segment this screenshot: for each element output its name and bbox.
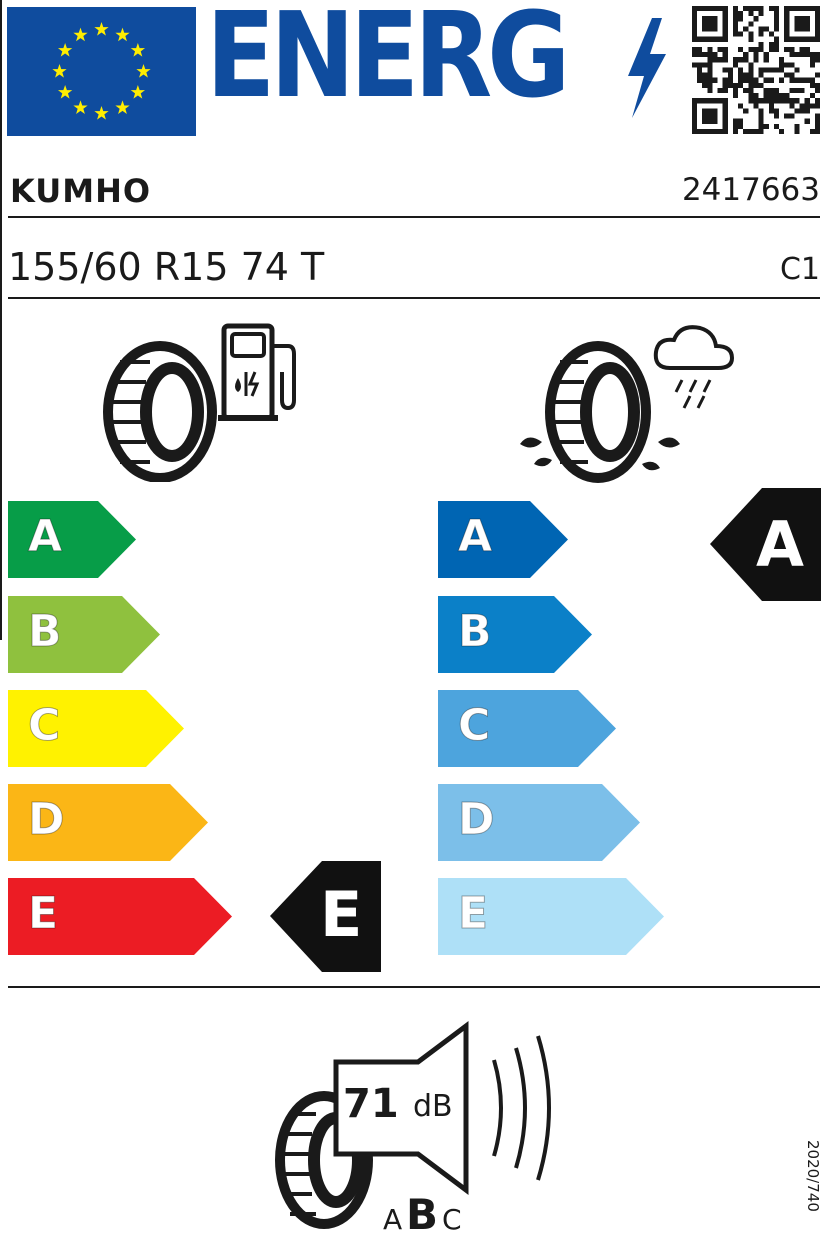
tyre-rain-cloud-icon: [520, 325, 735, 483]
class-arrow-e: E: [438, 878, 664, 955]
eu-star-icon: [94, 106, 109, 120]
eu-star-icon: [73, 100, 88, 114]
class-arrow-label: D: [458, 794, 496, 845]
class-arrow-label: C: [27, 700, 61, 751]
noise-class-b: B: [406, 1190, 439, 1239]
tyre-speaker-icon: [275, 1021, 551, 1229]
class-arrow-e: E: [8, 878, 232, 955]
class-arrow-d: D: [8, 784, 208, 861]
eu-star-icon: [115, 100, 130, 114]
eu-star-icon: [136, 64, 151, 78]
class-arrow-label: B: [458, 606, 493, 657]
noise-unit: dB: [413, 1089, 453, 1124]
class-arrow-label: A: [457, 511, 493, 562]
regulation-number: 2020/740: [804, 1140, 822, 1212]
noise-value: 71: [343, 1081, 399, 1127]
eu-star-icon: [115, 27, 130, 42]
class-arrow-label: E: [27, 888, 59, 939]
eu-star-icon: [94, 22, 109, 36]
eu-star-icon: [73, 27, 88, 42]
vertical-divider: [0, 0, 2, 640]
eu-star-icon: [52, 64, 67, 78]
energy-title: ENERG: [206, 0, 570, 124]
class-arrow-b: B: [438, 596, 592, 673]
class-arrow-label: E: [457, 888, 489, 939]
brand-name: KUMHO: [10, 172, 152, 210]
wet-grip-rating-marker: [710, 488, 821, 601]
eu-star-icon: [57, 43, 73, 57]
eu-star-icon: [130, 43, 146, 57]
eu-star-icon: [130, 85, 146, 99]
eu-star-icon: [57, 85, 73, 99]
wet-grip-rating-letter: A: [756, 508, 804, 581]
class-arrow-label: C: [457, 700, 491, 751]
class-arrow-c: C: [8, 690, 184, 767]
eu-flag-icon: [7, 7, 196, 136]
divider: [8, 216, 820, 218]
fuel-rating-marker: [270, 861, 381, 972]
lightning-bolt-icon: [628, 18, 666, 118]
class-arrow-label: B: [28, 606, 63, 657]
class-arrow-label: A: [27, 511, 63, 562]
class-arrow-d: D: [438, 784, 640, 861]
tyre-fuel-pump-icon: [103, 323, 296, 482]
tyre-class: C1: [779, 252, 820, 287]
class-arrow-b: B: [8, 596, 160, 673]
class-arrow-a: A: [8, 501, 136, 578]
class-arrow-c: C: [438, 690, 616, 767]
divider: [8, 297, 820, 299]
qr-code-icon: [692, 6, 820, 134]
noise-class-a: A: [383, 1203, 403, 1236]
fuel-rating-letter: E: [320, 878, 363, 951]
class-arrow-label: D: [28, 794, 66, 845]
divider: [8, 986, 820, 988]
noise-class-c: C: [442, 1203, 462, 1236]
class-arrow-a: A: [438, 501, 568, 578]
tyre-size: 155/60 R15 74 T: [8, 245, 325, 289]
article-number: 2417663: [681, 172, 820, 208]
